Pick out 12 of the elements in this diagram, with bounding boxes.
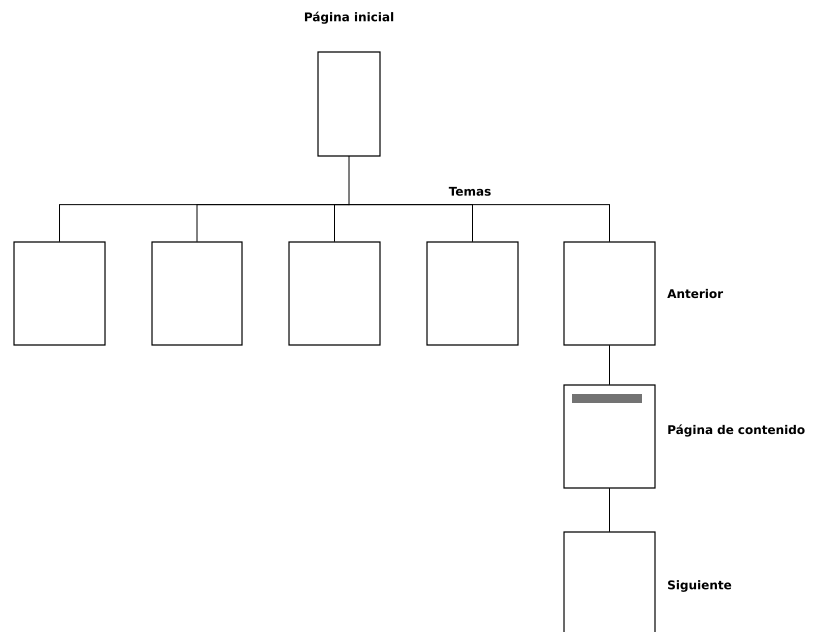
page-box (151, 241, 243, 346)
connector-line (609, 488, 610, 532)
branch-label: Temas (448, 186, 491, 196)
page-box (288, 241, 381, 346)
page-label: Página de contenido (668, 424, 805, 437)
page-label: Anterior (667, 288, 724, 298)
connector-line (348, 156, 610, 242)
heading: Página inicial (304, 12, 394, 24)
page-label: Siguiente (668, 580, 732, 592)
connector-line (609, 345, 610, 385)
page-box (426, 241, 519, 346)
page-box (13, 241, 106, 346)
